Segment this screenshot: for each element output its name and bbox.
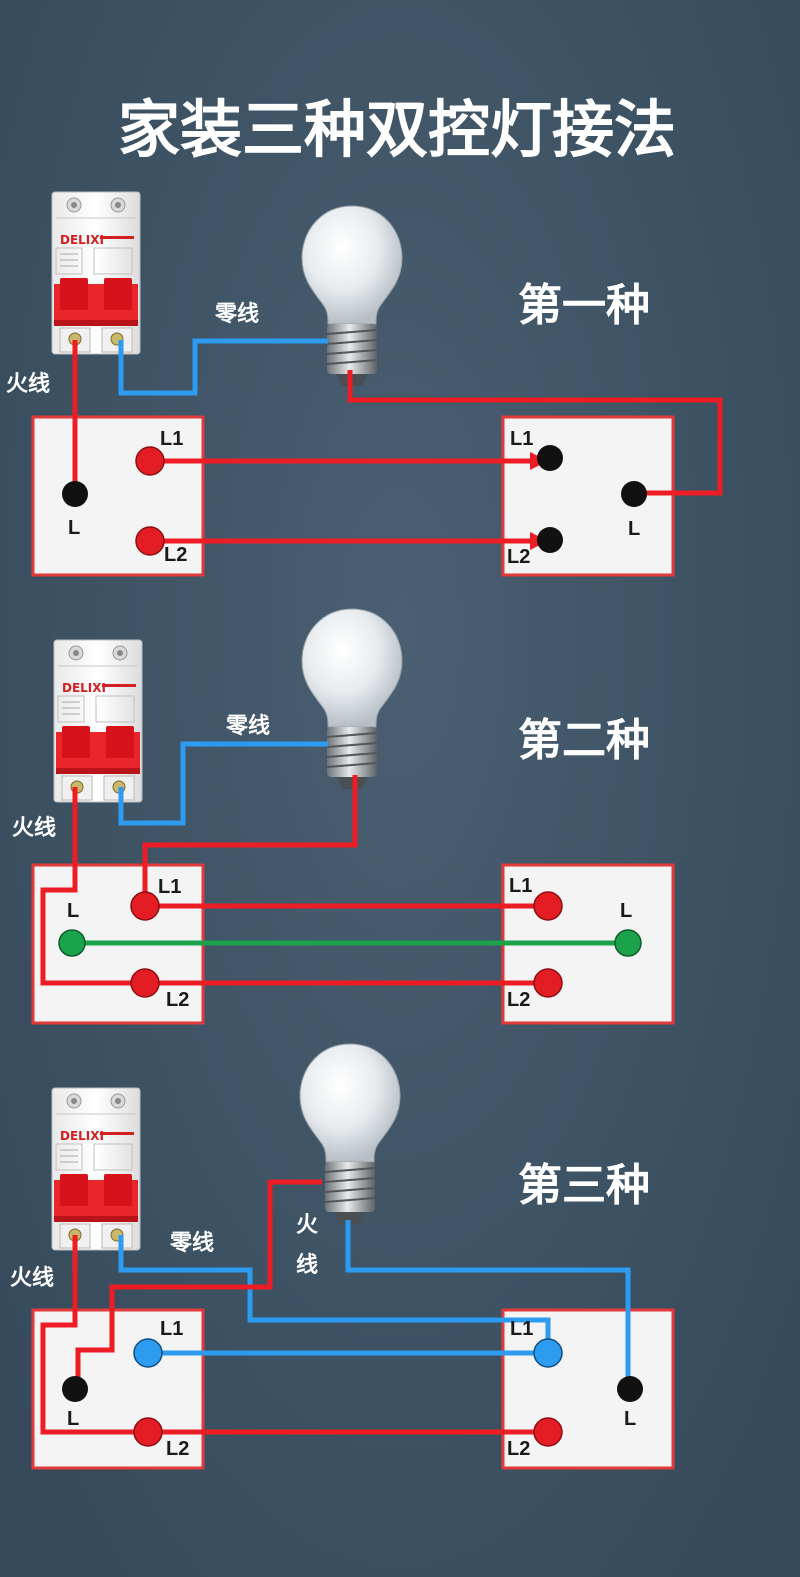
- section-1: 第一种 DELIXI 零线 火线 L1 L2 L L1 L2 L: [6, 191, 723, 577]
- section-1-neutral-wire: [118, 338, 328, 396]
- section-3-right-terminal-l: [617, 1376, 643, 1402]
- section-3-left-label-l1: L1: [160, 1318, 183, 1340]
- section-1-bulb: [301, 205, 403, 387]
- section-3-title: 第三种: [518, 1160, 650, 1211]
- section-1-right-terminal-l: [621, 481, 647, 507]
- section-2-right-terminal-l: [614, 929, 642, 957]
- section-2-left-label-l2: L2: [166, 989, 189, 1011]
- section-3-left-label-l: L: [67, 1408, 79, 1430]
- section-3-breaker: [51, 1087, 141, 1251]
- section-2: 第二种 DELIXI 零线 火线 L1 L2 L L1 L2 L: [12, 608, 675, 1025]
- section-1-left-label-l: L: [68, 517, 80, 539]
- section-3-live-feed-wire: [75, 1179, 322, 1390]
- section-1-live-label: 火线: [6, 371, 50, 397]
- section-1-right-label-l2: L2: [507, 546, 530, 568]
- section-2-right-label-l2: L2: [507, 989, 530, 1011]
- section-2-left-terminal-l2: [130, 968, 160, 998]
- section-1-left-switch: [31, 415, 205, 577]
- section-1-left-terminal-l1: [135, 446, 165, 476]
- section-2-right-terminal-l1: [533, 891, 563, 921]
- section-1-neutral-label: 零线: [214, 301, 259, 327]
- section-1-lamp-return-wire: [347, 370, 723, 496]
- section-3-bulb: [299, 1043, 401, 1225]
- section-3-left-switch: [31, 1308, 205, 1470]
- section-1-breaker-brand: DELIXI: [60, 233, 104, 247]
- section-3-left-label-l2: L2: [166, 1438, 189, 1460]
- section-1-breaker: [51, 191, 141, 355]
- section-2-breaker-brand: DELIXI: [62, 681, 106, 695]
- section-1-left-terminal-l2: [135, 526, 165, 556]
- section-1-title: 第一种: [518, 280, 650, 331]
- section-3-live-label-2b: 线: [296, 1252, 318, 1278]
- section-3-left-terminal-l2: [133, 1417, 163, 1447]
- section-3-right-switch: [501, 1308, 675, 1470]
- section-3-right-label-l1: L1: [510, 1318, 533, 1340]
- section-2-live-wire: [40, 787, 145, 986]
- section-3-lamp-return-wire: [345, 1220, 631, 1390]
- section-2-right-label-l1: L1: [509, 875, 532, 897]
- section-3: 第三种 DELIXI 零线 火线 火 线 L1 L2 L L1 L2 L: [10, 1043, 675, 1470]
- section-3-neutral-label: 零线: [169, 1230, 214, 1256]
- section-3-neutral-wire: [118, 1235, 551, 1352]
- section-3-live-label-1: 火线: [10, 1265, 54, 1291]
- section-2-right-label-l: L: [620, 900, 632, 922]
- section-2-bulb: [301, 608, 403, 790]
- section-3-right-terminal-l2: [533, 1417, 563, 1447]
- section-3-left-terminal-l1: [133, 1338, 163, 1368]
- section-3-live-wire: [40, 1235, 148, 1435]
- section-3-right-label-l2: L2: [507, 1438, 530, 1460]
- section-1-right-terminal-l1: [537, 445, 563, 471]
- section-3-left-terminal-l: [62, 1376, 88, 1402]
- section-2-neutral-wire: [118, 741, 328, 826]
- section-2-left-terminal-l: [58, 929, 86, 957]
- page-title: 家装三种双控灯接法: [118, 93, 676, 166]
- section-3-right-label-l: L: [624, 1408, 636, 1430]
- section-2-breaker: [53, 639, 143, 803]
- section-3-breaker-brand: DELIXI: [60, 1129, 104, 1143]
- section-3-live-label-2a: 火: [296, 1213, 318, 1238]
- section-1-left-terminal-l: [62, 481, 88, 507]
- section-1-right-label-l: L: [628, 518, 640, 540]
- section-1-right-terminal-l2: [537, 527, 563, 553]
- section-1-right-label-l1: L1: [510, 428, 533, 450]
- section-2-title: 第二种: [518, 715, 650, 766]
- section-2-live-label: 火线: [12, 815, 56, 841]
- section-1-left-label-l2: L2: [164, 544, 187, 566]
- section-3-right-terminal-l1: [533, 1338, 563, 1368]
- section-2-left-terminal-l1: [130, 891, 160, 921]
- section-2-right-terminal-l2: [533, 968, 563, 998]
- section-2-left-label-l1: L1: [158, 876, 181, 898]
- section-2-lamp-return-wire: [142, 775, 358, 905]
- section-1-left-label-l1: L1: [160, 428, 183, 450]
- section-2-left-label-l: L: [67, 900, 79, 922]
- section-2-neutral-label: 零线: [225, 713, 270, 739]
